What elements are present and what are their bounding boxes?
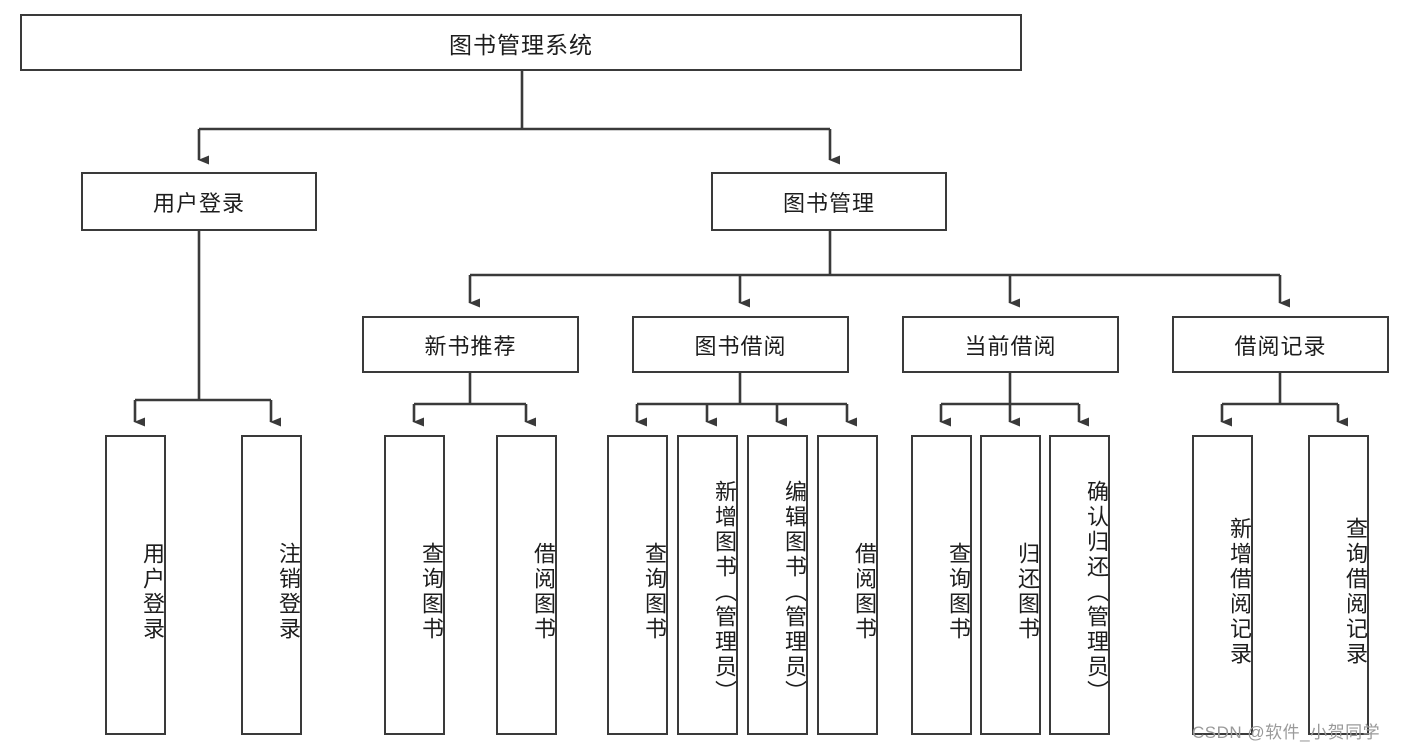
leaf-book-borrow-query-book[interactable]: 查询图书 [607, 435, 668, 735]
csdn-watermark: CSDN @软件_小贺同学 [1192, 723, 1381, 742]
leaf-current-borrow-return-book[interactable]: 归还图书 [980, 435, 1041, 735]
leaf-new-book-borrow-book[interactable]: 借阅图书 [496, 435, 557, 735]
leaf-book-borrow-borrow-book[interactable]: 借阅图书 [817, 435, 878, 735]
leaf-user-login-logout[interactable]: 注销登录 [241, 435, 302, 735]
leaf-current-borrow-query-book[interactable]: 查询图书 [911, 435, 972, 735]
node-book-borrow[interactable]: 图书借阅 [632, 316, 849, 373]
node-borrow-record[interactable]: 借阅记录 [1172, 316, 1389, 373]
leaf-borrow-record-query-record[interactable]: 查询借阅记录 [1308, 435, 1369, 735]
leaf-current-borrow-confirm-return-admin[interactable]: 确认归还（管理员） [1049, 435, 1110, 735]
leaf-borrow-record-add-record[interactable]: 新增借阅记录 [1192, 435, 1253, 735]
leaf-new-book-query-book[interactable]: 查询图书 [384, 435, 445, 735]
node-new-book-recommend[interactable]: 新书推荐 [362, 316, 579, 373]
node-root-book-management-system[interactable]: 图书管理系统 [20, 14, 1022, 71]
node-user-login[interactable]: 用户登录 [81, 172, 317, 231]
node-book-management[interactable]: 图书管理 [711, 172, 947, 231]
node-current-borrow[interactable]: 当前借阅 [902, 316, 1119, 373]
leaf-user-login-login[interactable]: 用户登录 [105, 435, 166, 735]
leaf-book-borrow-add-book-admin[interactable]: 新增图书（管理员） [677, 435, 738, 735]
leaf-book-borrow-edit-book-admin[interactable]: 编辑图书（管理员） [747, 435, 808, 735]
